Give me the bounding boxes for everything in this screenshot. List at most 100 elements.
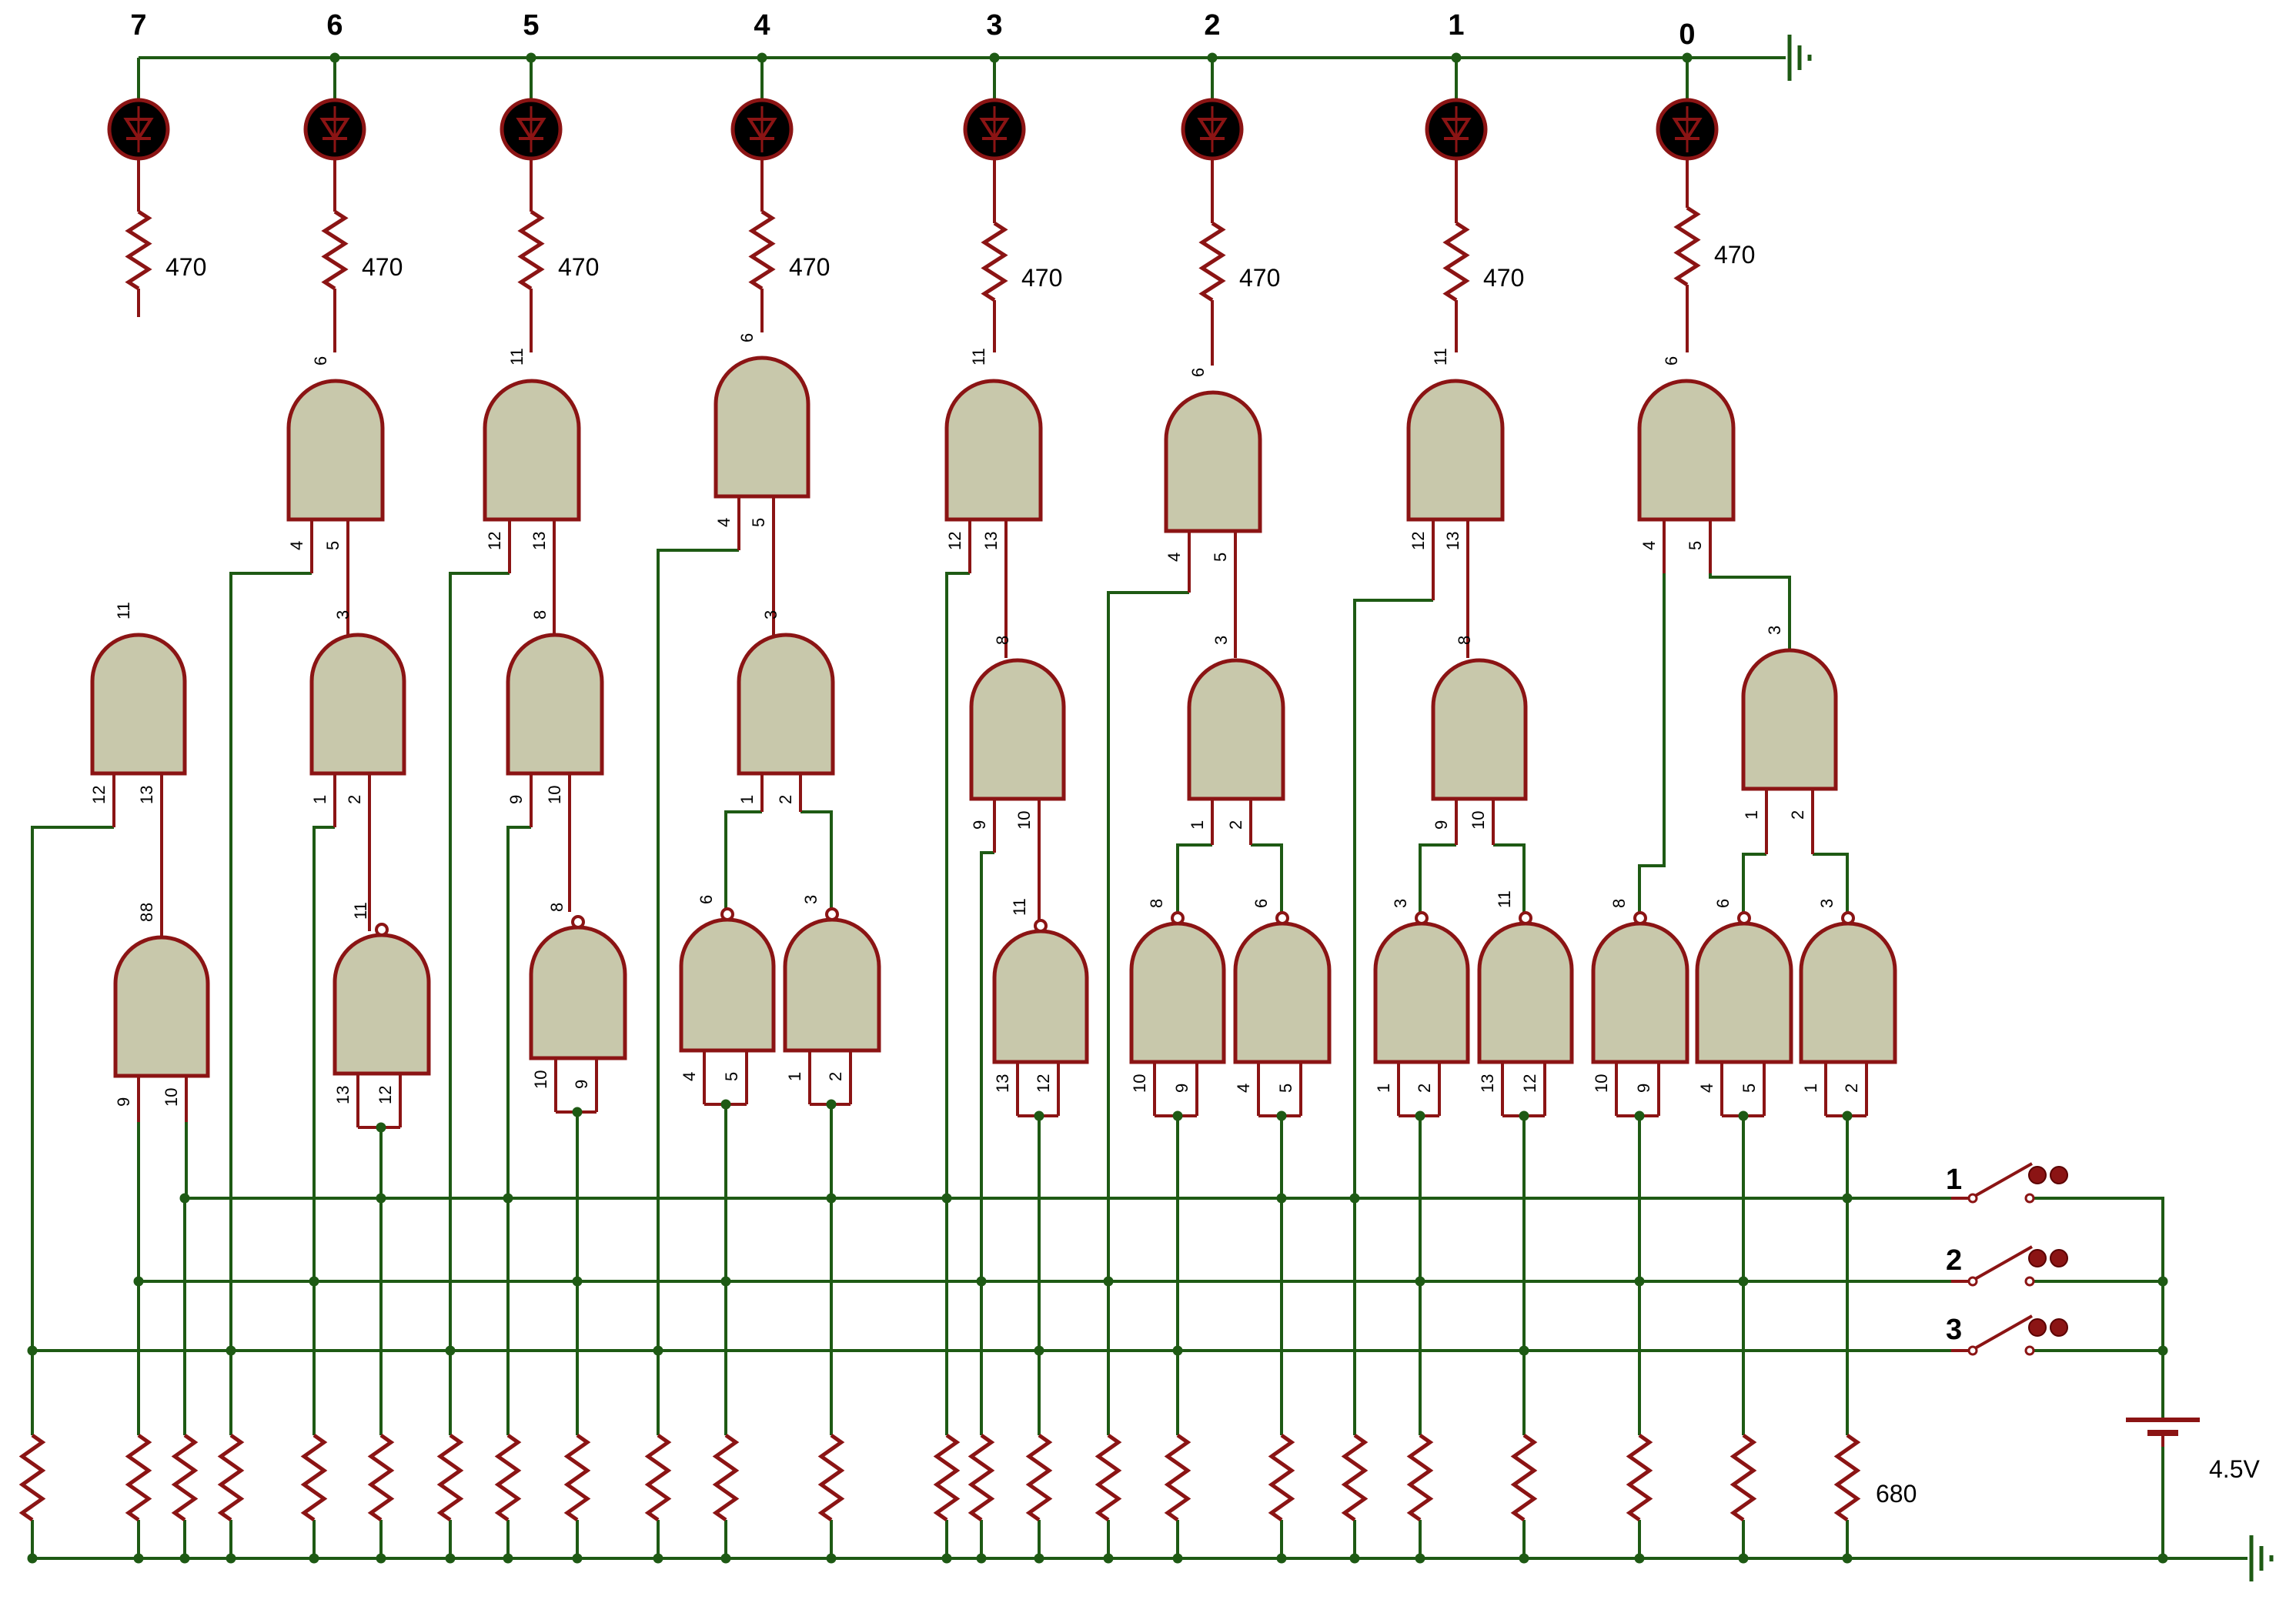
wire [2032,1349,2164,1420]
pin-number: 1 [1742,810,1761,820]
junction-dot [329,52,340,63]
pin-number: 8 [993,636,1012,645]
junction-dot [1034,1553,1044,1564]
nand-gate [1477,921,1574,1064]
pull-down-resistor [494,1433,522,1522]
pin-number: 4 [1639,541,1659,550]
junction-dot [445,1345,456,1356]
switch-contact [1967,1193,1978,1204]
wire [31,826,114,1351]
pin-number: 3 [1391,899,1410,908]
resistor-value-5: 470 [558,253,599,281]
pin-number: 3 [1211,636,1231,645]
junction-dot [1415,1110,1425,1121]
pulldown-value: 680 [1876,1480,1917,1508]
and-gate [737,633,835,776]
pin-number: 12 [89,786,109,804]
pin-number: 12 [1520,1074,1539,1093]
pin-number: 10 [1014,811,1034,830]
resistor-value-6: 470 [362,253,403,281]
and-gate [286,379,385,522]
pull-down-resistor [217,1433,245,1522]
junction-dot [376,1122,386,1133]
pull-down-resistor [18,1433,46,1522]
pin-number: 10 [162,1088,181,1107]
and-gate [483,379,581,522]
pin-number: 12 [485,532,504,550]
pin-number: 3 [1817,899,1836,908]
junction-dot [226,1345,236,1356]
pin-number: 12 [945,532,964,550]
battery-voltage: 4.5V [2209,1455,2260,1483]
pin-number: 6 [1188,368,1208,377]
inverter-bubble [375,923,389,937]
pull-down-resistor [1406,1433,1434,1522]
nand-gate [1233,921,1332,1064]
pull-down-resistor [1095,1433,1122,1522]
switch-knob-icon [2050,1318,2068,1337]
junction-dot [1634,1553,1645,1564]
led-resistor [981,221,1008,302]
inverter-bubble [720,907,734,921]
switch-contact [1967,1345,1978,1356]
inverter-bubble [1519,911,1532,925]
junction-dot [1519,1345,1529,1356]
pull-down-resistor [1626,1433,1653,1522]
and-gate [944,379,1043,522]
pin-number: 5 [749,518,768,527]
junction-dot [976,1553,987,1564]
inverter-bubble [1633,911,1647,925]
junction-dot [503,1553,513,1564]
junction-dot [1349,1193,1360,1204]
pin-number: 2 [345,795,364,804]
switch-knob-icon [2050,1249,2068,1267]
pin-number: 5 [1686,541,1705,550]
pin-number: 5 [1740,1084,1759,1093]
led-resistor [125,209,152,291]
inverter-bubble [1737,911,1751,925]
pull-down-resistor [436,1433,464,1522]
pull-down-resistor [1164,1433,1191,1522]
inverter-bubble [825,907,839,921]
junction-dot [376,1553,386,1564]
junction-dot [226,1553,236,1564]
pin-number: 10 [545,786,564,804]
pin-number: 12 [1034,1074,1053,1093]
nand-gate [1695,921,1793,1064]
pin-number: 2 [776,795,795,804]
pull-down-resistor [644,1433,672,1522]
junction-dot [2157,1345,2168,1356]
junction-dot [1738,1110,1749,1121]
bit-label-1: 1 [1448,9,1464,42]
pin-number: 6 [697,895,716,904]
pin-number: 5 [722,1072,741,1081]
pin-number: 4 [714,518,734,527]
switch-knob-icon [2028,1318,2047,1337]
pin-number: 11 [114,602,133,619]
and-gate [90,633,187,776]
junction-dot [2157,1276,2168,1287]
bit-label-6: 6 [326,9,343,42]
pin-number: 13 [137,786,156,804]
pull-down-resistor [933,1433,961,1522]
pin-number: 4 [680,1072,699,1081]
bit-label-4: 4 [754,9,770,42]
pull-down-resistor [300,1433,328,1522]
junction-dot [1172,1345,1183,1356]
resistor-value-1: 470 [1483,264,1524,292]
pin-number: 13 [981,532,1001,550]
junction-dot [503,1193,513,1204]
switch-contact [2024,1193,2035,1204]
junction-dot [179,1553,190,1564]
junction-dot [572,1276,583,1287]
pull-down-resistor [563,1433,591,1522]
pin-number: 1 [1801,1084,1820,1093]
pull-down-resistor [1025,1433,1053,1522]
wire [657,549,739,1351]
pull-down-resistor [1268,1433,1295,1522]
pin-number: 1 [1188,820,1207,830]
junction-dot [826,1553,837,1564]
pin-number: 9 [572,1080,591,1089]
junction-dot [1451,52,1462,63]
junction-dot [133,1276,144,1287]
